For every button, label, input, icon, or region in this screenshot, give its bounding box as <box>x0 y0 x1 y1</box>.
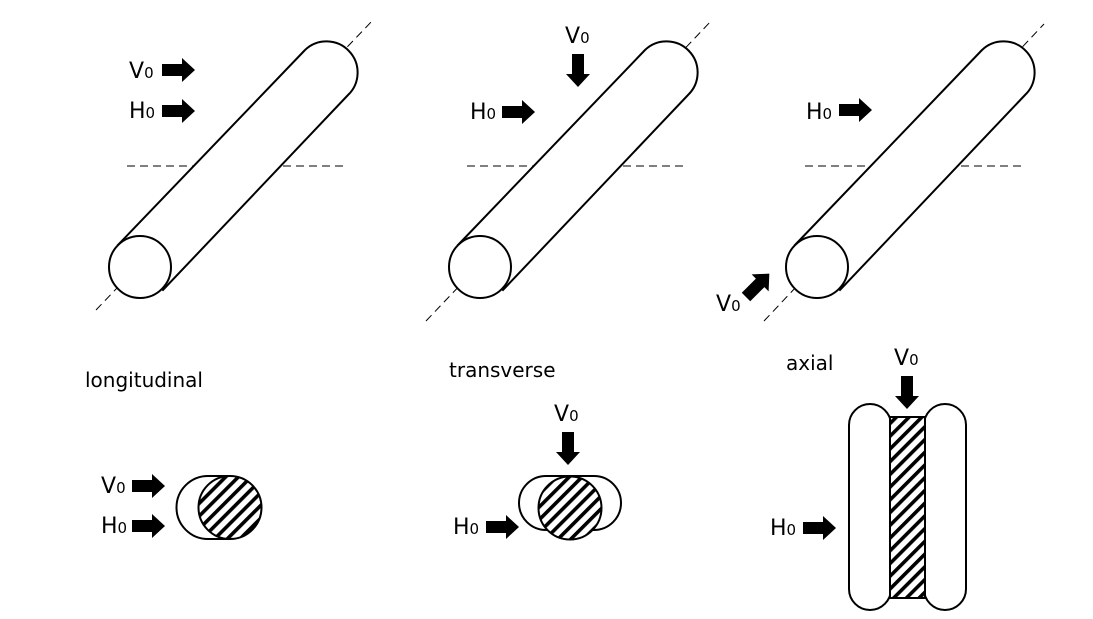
longitudinal-cross-section: V0 H0 <box>101 474 263 540</box>
svg-text:V0: V0 <box>716 292 741 317</box>
svg-text:H0: H0 <box>453 515 479 540</box>
panel-longitudinal-cylinder: V0 H0 <box>95 19 374 311</box>
svg-text:H0: H0 <box>129 99 155 124</box>
hatched-cross-section <box>537 475 603 541</box>
axial-cross-section: V0 H0 <box>770 346 967 611</box>
cylinder-body <box>793 40 1036 292</box>
panel-transverse-cylinder: V0 H0 <box>425 19 713 322</box>
caption-axial: axial <box>786 351 833 375</box>
h0-arrow: H0 <box>470 100 535 125</box>
panel-axial-cylinder: H0 V0 <box>716 23 1045 322</box>
h0-arrow: H0 <box>770 516 836 541</box>
cylinder-outline-right <box>923 403 967 611</box>
h0-arrow: H0 <box>129 99 195 124</box>
svg-text:V0: V0 <box>554 402 579 427</box>
svg-text:H0: H0 <box>470 100 496 125</box>
v0-arrow: V0 <box>101 474 165 499</box>
h0-arrow: H0 <box>453 515 519 540</box>
h0-arrow: H0 <box>806 98 872 125</box>
svg-text:V0: V0 <box>101 474 126 499</box>
svg-text:V0: V0 <box>129 59 154 84</box>
v0-arrow: V0 <box>129 58 195 84</box>
cylinder-outline-left <box>848 403 892 611</box>
cylinder-end-cap <box>448 235 512 299</box>
h0-arrow: H0 <box>101 514 165 539</box>
cylinder-body <box>456 40 699 292</box>
caption-longitudinal: longitudinal <box>85 368 203 392</box>
transverse-cross-section: V0 H0 <box>453 402 622 541</box>
v0-arrow: V0 <box>716 265 778 317</box>
svg-text:H0: H0 <box>101 514 127 539</box>
v0-arrow: V0 <box>565 24 590 87</box>
cylinder-end-cap <box>108 235 172 299</box>
svg-text:H0: H0 <box>770 516 796 541</box>
hatched-cross-section <box>889 416 926 599</box>
v0-arrow: V0 <box>554 402 580 465</box>
cylinder-end-cap <box>785 235 849 299</box>
v0-arrow: V0 <box>894 346 919 409</box>
hatched-cross-section <box>197 475 263 540</box>
caption-transverse: transverse <box>449 358 556 382</box>
svg-text:H0: H0 <box>806 100 832 125</box>
svg-text:V0: V0 <box>894 346 919 371</box>
cylinder-body <box>116 40 359 292</box>
svg-text:V0: V0 <box>565 24 590 49</box>
